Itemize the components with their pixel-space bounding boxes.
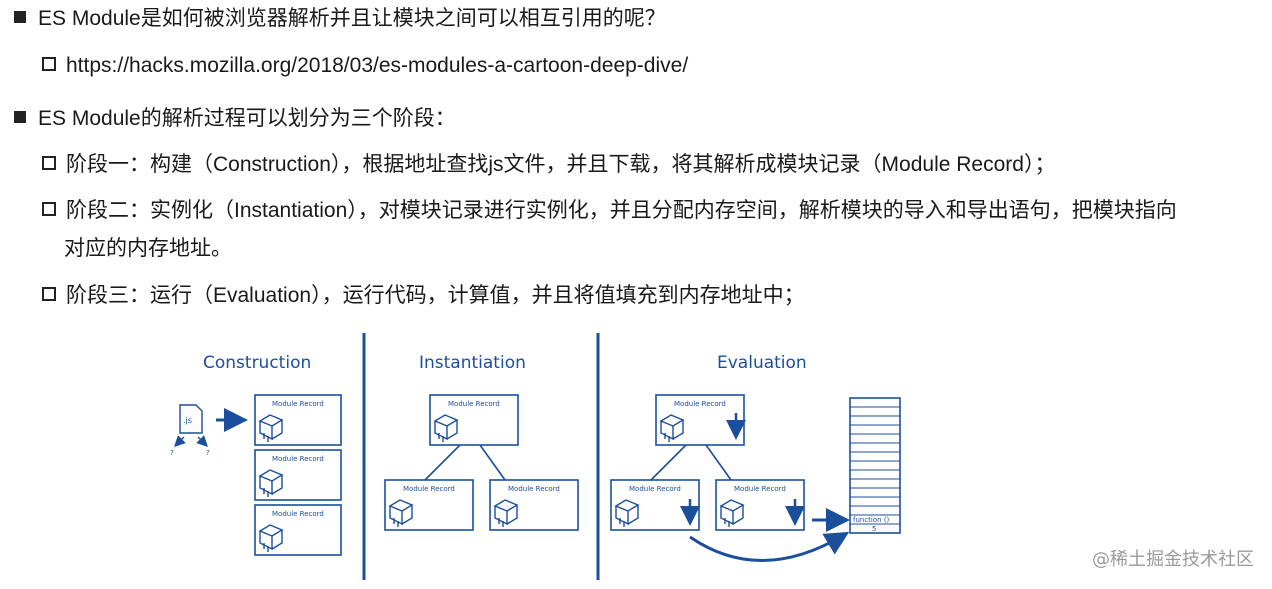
bullet-item-phase-1: 阶段一：构建（Construction），根据地址查找js文件，并且下载，将其解… [42, 152, 1055, 178]
memory-stack: function () 5 [849, 397, 901, 534]
evaluation-title: Evaluation [717, 353, 807, 373]
hollow-square-bullet-icon [42, 156, 56, 170]
item-text: ES Module的解析过程可以划分为三个阶段： [38, 107, 456, 130]
item-text: 阶段二：实例化（Instantiation），对模块记录进行实例化，并且分配内存… [66, 199, 1177, 222]
memory-label-function: function () [853, 516, 890, 524]
svg-text:Module Record: Module Record [272, 455, 324, 463]
svg-text:Module Record: Module Record [272, 400, 324, 408]
instantiation-title: Instantiation [419, 353, 526, 373]
module-record: Module Record [610, 479, 700, 531]
evaluation-curve-arrow [689, 531, 850, 562]
reference-link[interactable]: https://hacks.mozilla.org/2018/03/es-mod… [66, 54, 689, 77]
memory-label-value: 5 [872, 525, 876, 533]
square-bullet-icon [14, 111, 26, 123]
module-record: Module Record [655, 394, 746, 446]
item-text: 阶段一：构建（Construction），根据地址查找js文件，并且下载，将其解… [66, 153, 1056, 176]
dependency-lines [650, 444, 732, 481]
bullet-item-phase-3: 阶段三：运行（Evaluation），运行代码，计算值，并且将值填充到内存地址中… [42, 283, 805, 309]
watermark: @稀土掘金技术社区 [1092, 549, 1254, 570]
svg-text:Module Record: Module Record [403, 485, 455, 493]
js-file-icon: .js ? ? [170, 404, 210, 457]
module-record: Module Record [384, 479, 474, 531]
module-record: Module Record [254, 449, 342, 501]
module-record: Module Record [254, 504, 342, 556]
dependency-lines [424, 444, 506, 481]
svg-text:Module Record: Module Record [629, 485, 681, 493]
hollow-square-bullet-icon [42, 202, 56, 216]
item-text: ES Module是如何被浏览器解析并且让模块之间可以相互引用的呢？ [38, 7, 666, 30]
bullet-item-phases-intro: ES Module的解析过程可以划分为三个阶段： [14, 106, 456, 132]
module-record: Module Record [489, 479, 579, 531]
construction-title: Construction [203, 353, 311, 373]
hollow-square-bullet-icon [42, 287, 56, 301]
svg-text:?: ? [170, 449, 174, 457]
svg-text:Module Record: Module Record [674, 400, 726, 408]
svg-text:Module Record: Module Record [508, 485, 560, 493]
bullet-item-question: ES Module是如何被浏览器解析并且让模块之间可以相互引用的呢？ [14, 6, 666, 32]
square-bullet-icon [14, 11, 26, 23]
item-text: 阶段三：运行（Evaluation），运行代码，计算值，并且将值填充到内存地址中… [66, 284, 805, 307]
svg-text:Module Record: Module Record [272, 510, 324, 518]
module-record: Module Record [254, 394, 342, 446]
svg-text:.js: .js [183, 416, 192, 425]
bullet-item-phase-2: 阶段二：实例化（Instantiation），对模块记录进行实例化，并且分配内存… [42, 198, 1177, 224]
item-text: 对应的内存地址。 [64, 237, 232, 260]
svg-text:Module Record: Module Record [734, 485, 786, 493]
svg-text:?: ? [206, 449, 210, 457]
hollow-square-bullet-icon [42, 57, 56, 71]
module-record: Module Record [429, 394, 519, 446]
bullet-item-phase-2-continued: 对应的内存地址。 [64, 236, 232, 262]
es-module-phases-diagram: Construction Instantiation Evaluation .j… [170, 333, 901, 580]
bullet-item-link[interactable]: https://hacks.mozilla.org/2018/03/es-mod… [42, 53, 688, 79]
svg-text:Module Record: Module Record [448, 400, 500, 408]
module-record: Module Record [715, 479, 805, 531]
